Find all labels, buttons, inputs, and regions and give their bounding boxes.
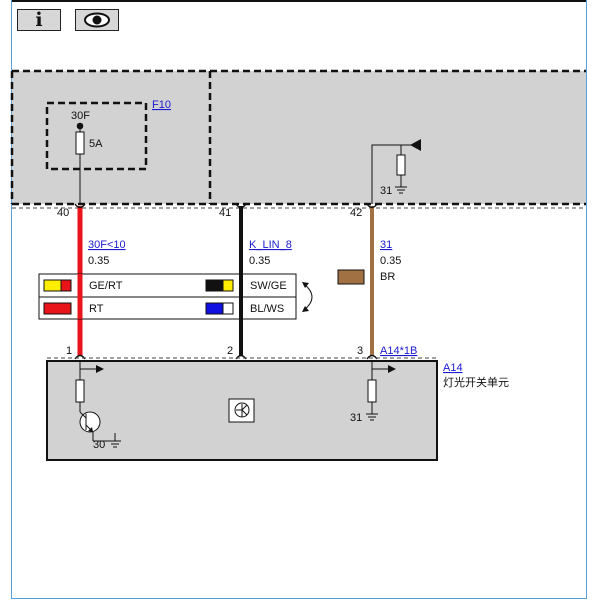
- wire-gauge: 0.35: [380, 255, 401, 267]
- fuse-symbol: [75, 131, 85, 155]
- wire-signal-link[interactable]: 31: [380, 239, 392, 251]
- fuse-box-area: [12, 71, 586, 204]
- wire-signal-link[interactable]: 30F<10: [88, 239, 126, 251]
- arrow-icon: [410, 139, 421, 151]
- wire-color-swatch: [337, 269, 365, 285]
- arrow-icon: [388, 365, 396, 373]
- area-outline: [10, 69, 586, 206]
- legend-code: RT: [89, 303, 104, 315]
- swap-arrow-head: [302, 282, 309, 288]
- fuse-dashed-box: [45, 101, 148, 171]
- ground-branch-line: [371, 144, 421, 204]
- ground-label-module-left: 30: [93, 439, 105, 451]
- wire-signal-link[interactable]: K_LIN_8: [249, 239, 292, 251]
- module-name: 灯光开关单元: [443, 375, 509, 389]
- ground-label-top: 31: [380, 185, 392, 197]
- legend-swatch: [205, 279, 234, 292]
- module-left-circuit: [75, 361, 116, 442]
- pin-bottom: 3: [357, 345, 363, 357]
- wire-color-code: BR: [380, 271, 395, 283]
- ground-icon: [366, 413, 378, 421]
- pin-bottom: 1: [66, 345, 72, 357]
- arrow-icon: [96, 365, 104, 373]
- view-button[interactable]: [75, 9, 119, 31]
- eye-icon: [84, 12, 110, 28]
- swap-arrow-icon: [303, 283, 313, 311]
- connector-link[interactable]: A14*1B: [380, 345, 417, 357]
- info-button[interactable]: i: [17, 9, 61, 31]
- ground-icon: [109, 440, 121, 448]
- legend-swatch: [43, 279, 72, 292]
- wire-gauge: 0.35: [88, 255, 109, 267]
- module-link[interactable]: A14: [443, 362, 463, 374]
- resistor-symbol: [396, 154, 406, 176]
- fuse-terminal: 30F: [71, 110, 90, 122]
- info-icon: i: [35, 9, 43, 31]
- top-border: [11, 0, 587, 2]
- legend-code: GE/RT: [89, 280, 123, 292]
- pin-bottom: 2: [227, 345, 233, 357]
- diagram-frame: [11, 0, 587, 599]
- fuse-link[interactable]: F10: [152, 99, 171, 111]
- color-legend: [38, 273, 297, 320]
- pin-top: 40: [57, 207, 69, 219]
- transistor-arrow: [88, 427, 93, 432]
- legend-swatch: [43, 302, 72, 315]
- legend-swatch: [205, 302, 234, 315]
- pin-top: 41: [219, 207, 231, 219]
- legend-code: BL/WS: [250, 303, 284, 315]
- wire-gauge: 0.35: [249, 255, 270, 267]
- fuse-rating: 5A: [89, 138, 103, 150]
- switch-module-icon: [228, 398, 255, 423]
- pin-top: 42: [350, 207, 362, 219]
- ground-icon: [395, 186, 407, 194]
- ground-label-module-right: 31: [350, 412, 362, 424]
- swap-arrow-head: [302, 306, 309, 312]
- legend-code: SW/GE: [250, 280, 287, 292]
